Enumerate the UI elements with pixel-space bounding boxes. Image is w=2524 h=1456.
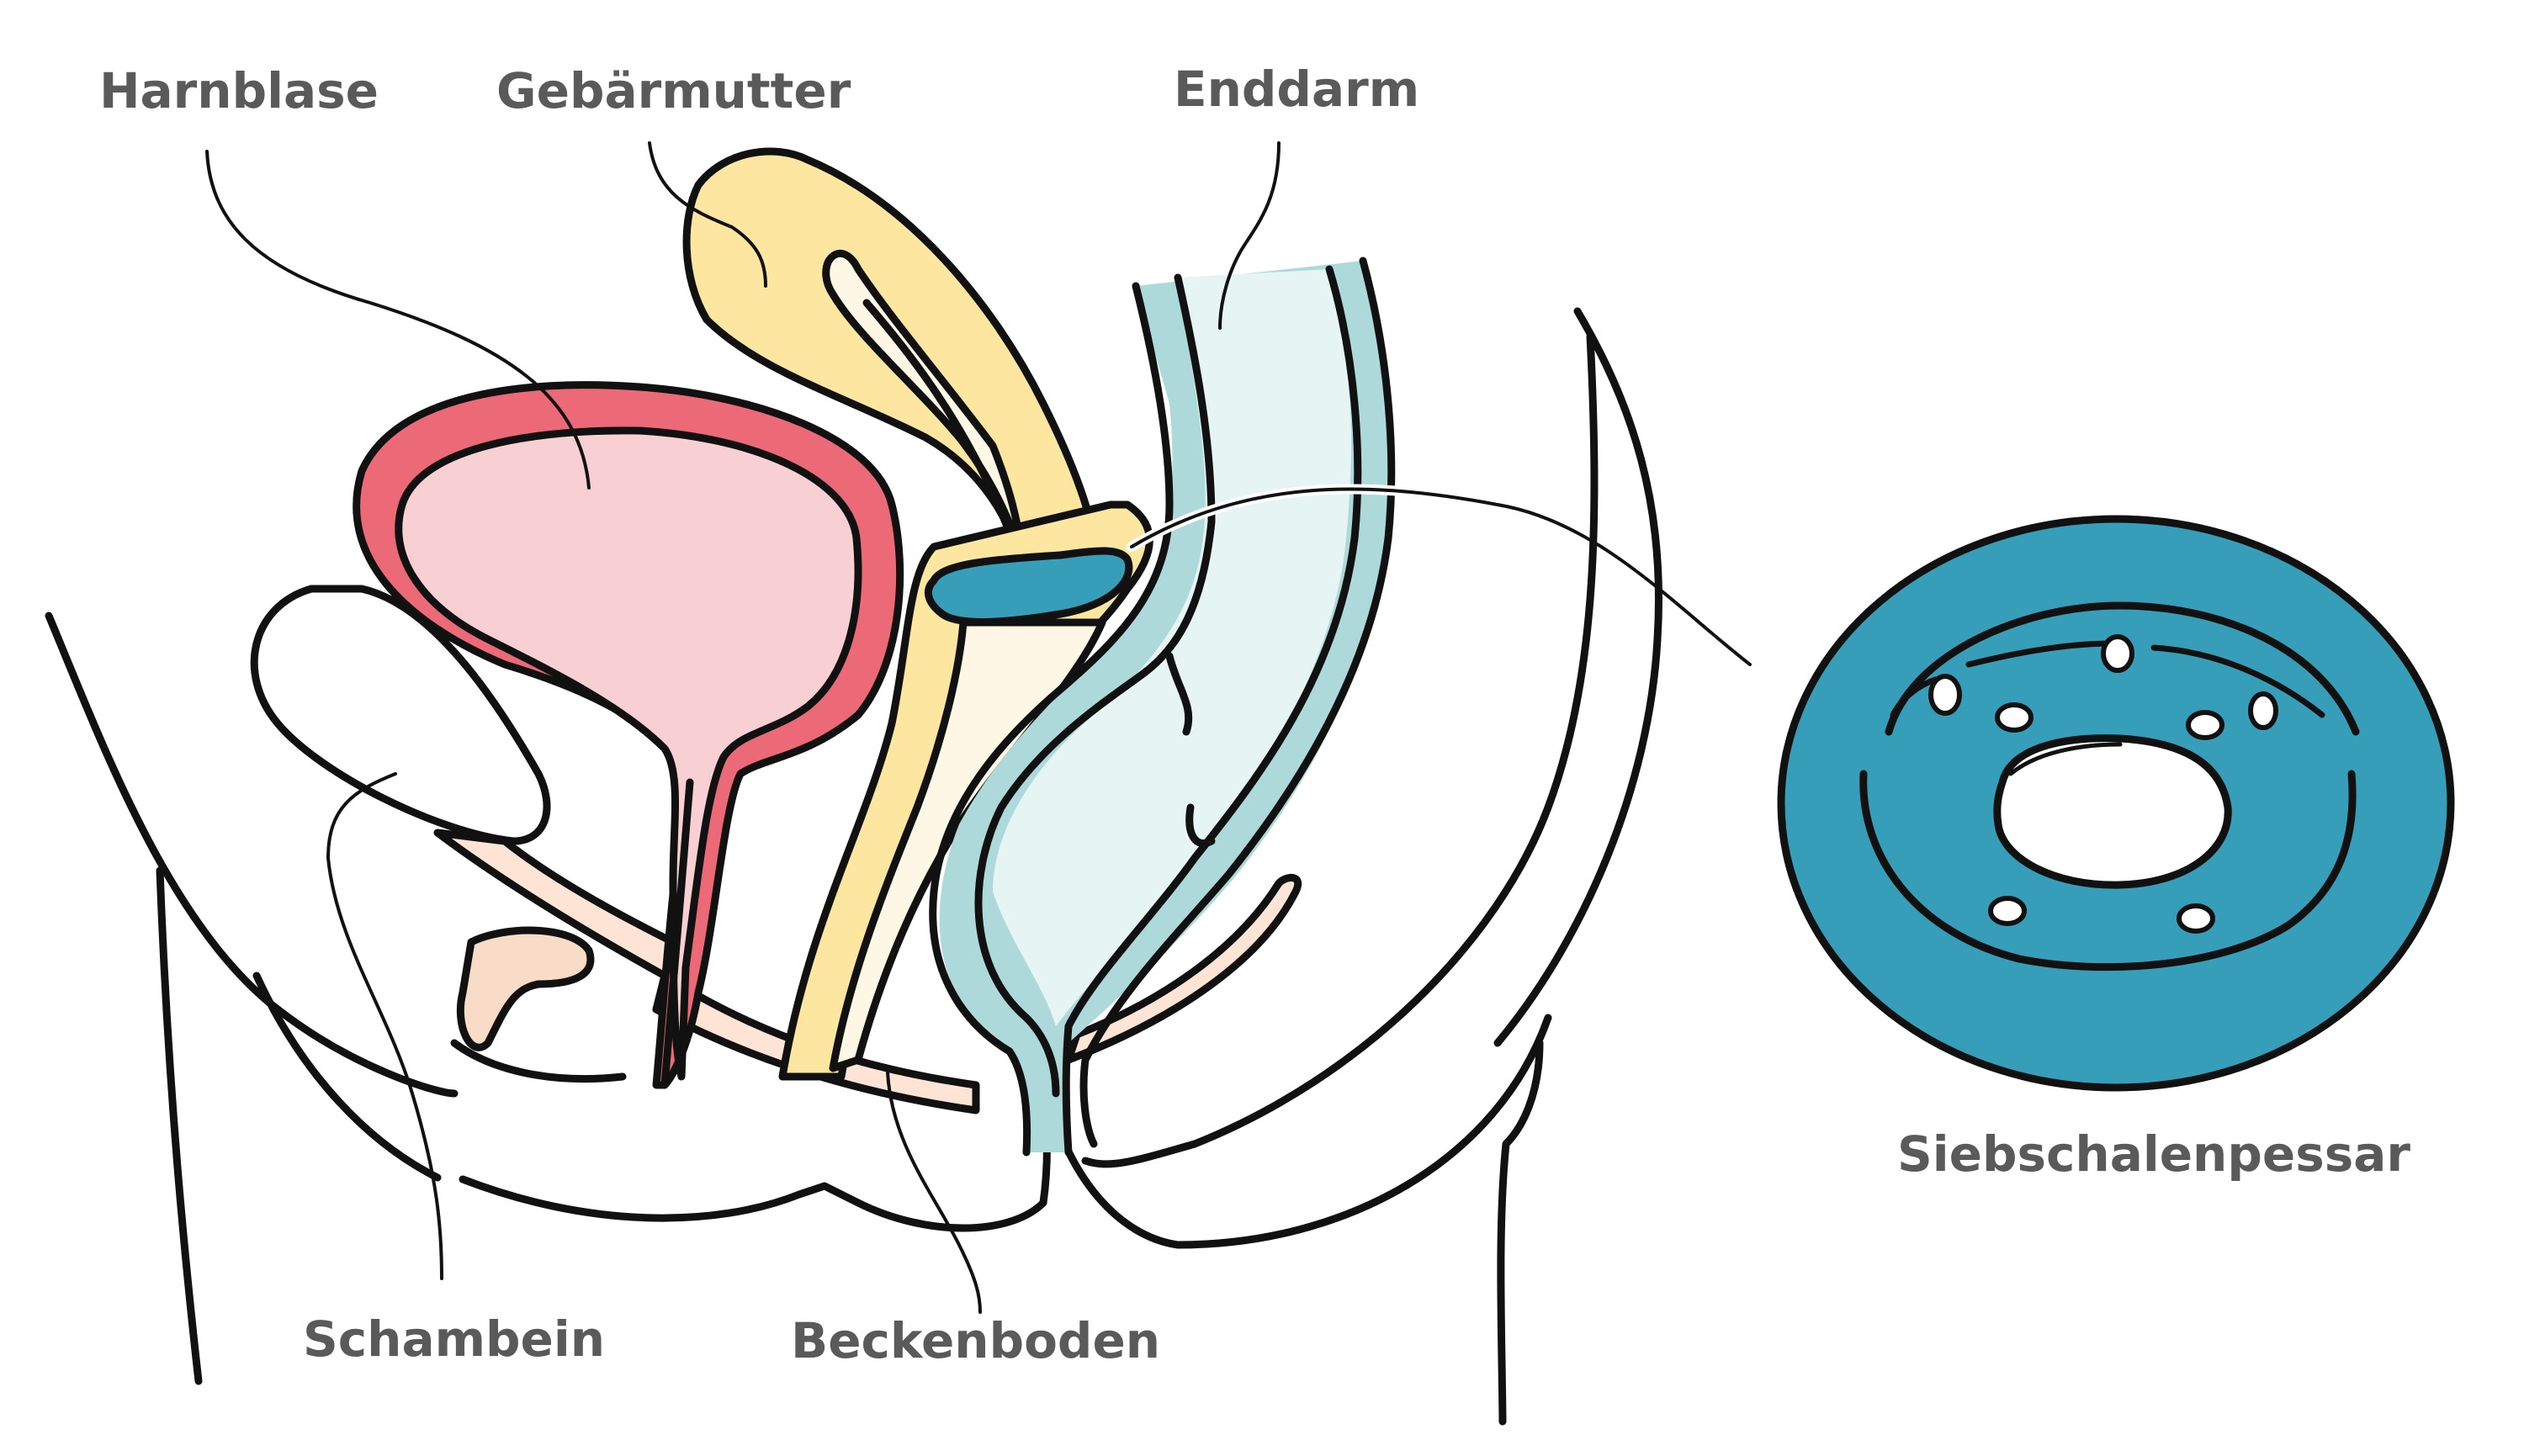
vagina (778, 500, 1153, 1081)
leader-uterus (648, 141, 767, 288)
sieve-holes (1928, 634, 2278, 934)
label-bladder: Harnblase (99, 62, 379, 119)
rectum (929, 257, 1396, 1157)
label-pessary: Siebschalenpessar (1897, 1125, 2410, 1183)
leader-bladder (205, 150, 591, 490)
sieve-pessary-illustration (1777, 515, 2455, 1092)
labels: Harnblase Gebärmutter Enddarm Schambein … (99, 61, 2410, 1369)
leader-pubic-bone (326, 772, 443, 1280)
label-pubic-bone: Schambein (303, 1310, 605, 1368)
label-pelvic-floor: Beckenboden (791, 1312, 1160, 1369)
leader-pessary (1130, 487, 1752, 666)
label-uterus: Gebärmutter (496, 62, 851, 119)
label-rectum: Enddarm (1174, 61, 1419, 118)
pelvic-floor (652, 874, 1302, 1115)
leader-lines (205, 141, 1752, 1314)
pessary-in-situ (925, 547, 1133, 626)
bladder (353, 381, 904, 1089)
leader-pelvic-floor (886, 1071, 982, 1314)
leader-rectum (1218, 141, 1281, 330)
